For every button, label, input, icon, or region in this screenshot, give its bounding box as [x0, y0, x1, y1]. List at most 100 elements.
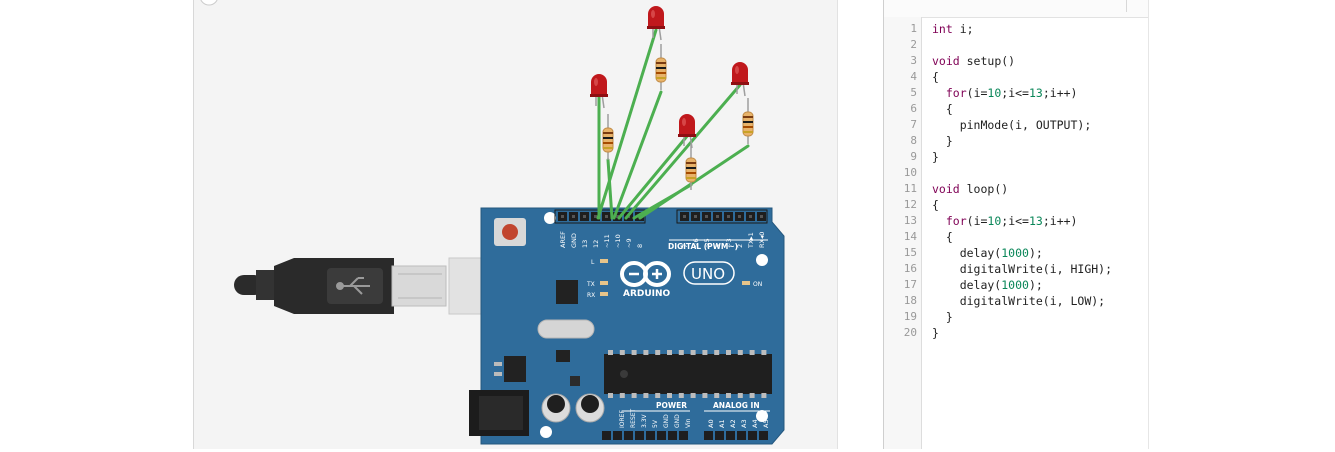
- code-line[interactable]: 8 }: [884, 133, 1148, 149]
- voltage-regulator: [504, 356, 526, 382]
- led-4[interactable]: [731, 62, 749, 97]
- analog-label: ANALOG IN: [713, 401, 760, 410]
- power-pin-label: IOREF: [619, 410, 626, 428]
- tx-led: [600, 281, 608, 285]
- l-label: L: [591, 259, 595, 266]
- code-line[interactable]: 12{: [884, 197, 1148, 213]
- digital-pin-label: ~5: [703, 238, 711, 248]
- code-line[interactable]: 18 digitalWrite(i, LOW);: [884, 293, 1148, 309]
- power-pin-label: 3.3V: [641, 413, 648, 428]
- line-number: 11: [903, 182, 917, 195]
- code-line[interactable]: 13 for(i=10;i<=13;i++): [884, 213, 1148, 229]
- tiny-chip: [570, 376, 580, 386]
- line-number-gutter: [884, 17, 922, 449]
- line-number: 10: [903, 166, 917, 179]
- header-pin: [602, 431, 611, 440]
- digital-pin-label: 8: [636, 244, 644, 248]
- digital-pin-label: 12: [592, 240, 600, 248]
- code-text: int i;: [932, 21, 974, 37]
- resistor-3[interactable]: [685, 144, 697, 190]
- code-token: 13: [1028, 86, 1043, 100]
- code-line[interactable]: 14 {: [884, 229, 1148, 245]
- code-token: }: [932, 134, 953, 148]
- code-text: }: [932, 133, 953, 149]
- code-text: digitalWrite(i, HIGH);: [932, 261, 1112, 277]
- line-number: 4: [910, 70, 917, 83]
- line-number: 18: [903, 294, 917, 307]
- code-text: }: [932, 309, 953, 325]
- mounting-hole: [544, 212, 556, 224]
- code-line[interactable]: 5 for(i=10;i<=13;i++): [884, 85, 1148, 101]
- code-token: ;i++): [1042, 86, 1078, 100]
- code-line[interactable]: 9}: [884, 149, 1148, 165]
- header-pin: [657, 431, 666, 440]
- code-token: delay(: [932, 246, 1002, 260]
- digital-pin-label: 2: [736, 244, 744, 248]
- code-line[interactable]: 20}: [884, 325, 1148, 341]
- code-token: }: [932, 150, 939, 164]
- code-text: {: [932, 101, 953, 117]
- code-line[interactable]: 19 }: [884, 309, 1148, 325]
- code-token: setup(): [959, 54, 1016, 68]
- code-line[interactable]: 10: [884, 165, 1148, 181]
- code-line[interactable]: 4{: [884, 69, 1148, 85]
- digital-pin-label: TX▸1: [747, 232, 755, 249]
- mounting-hole: [756, 254, 768, 266]
- line-number: 14: [903, 230, 917, 243]
- resistor-2[interactable]: [655, 44, 667, 90]
- resistor-4[interactable]: [742, 98, 754, 144]
- code-line[interactable]: 16 digitalWrite(i, HIGH);: [884, 261, 1148, 277]
- mounting-hole: [756, 410, 768, 422]
- header-pin: [715, 431, 724, 440]
- digital-header-label: DIGITAL (PWM~): [668, 242, 738, 251]
- header-pin: [646, 431, 655, 440]
- code-line[interactable]: 6 {: [884, 101, 1148, 117]
- code-line[interactable]: 17 delay(1000);: [884, 277, 1148, 293]
- code-token: for: [945, 214, 967, 228]
- line-number: 17: [903, 278, 917, 291]
- power-pin-label: GND: [674, 414, 681, 428]
- code-token: 13: [1028, 214, 1043, 228]
- leds[interactable]: [590, 6, 754, 190]
- reset-button-cap: [502, 224, 518, 240]
- line-number: 2: [910, 38, 917, 51]
- header-pin: [668, 431, 677, 440]
- code-token: [932, 214, 946, 228]
- rx-led: [600, 292, 608, 296]
- power-pin-label: 5V: [652, 419, 659, 428]
- wires[interactable]: [596, 28, 750, 220]
- analog-pin-label: A0: [707, 419, 715, 428]
- power-pin-label: GND: [663, 414, 670, 428]
- led-3[interactable]: [678, 114, 696, 149]
- header-pin: [624, 431, 633, 440]
- code-text: }: [932, 325, 939, 341]
- wire-led4-anode: [624, 83, 742, 220]
- code-line[interactable]: 2: [884, 37, 1148, 53]
- power-label: POWER: [656, 401, 687, 410]
- code-line[interactable]: 7 pinMode(i, OUTPUT);: [884, 117, 1148, 133]
- code-line[interactable]: 15 delay(1000);: [884, 245, 1148, 261]
- code-token: (i=: [966, 214, 988, 228]
- zoom-control[interactable]: [200, 0, 218, 6]
- led-1[interactable]: [590, 74, 608, 109]
- tx-label: TX: [586, 281, 595, 288]
- brand-label: ARDUINO: [623, 289, 671, 299]
- header-pin: [704, 431, 713, 440]
- crystal-oscillator: [537, 319, 595, 339]
- code-token: digitalWrite(i, HIGH);: [932, 262, 1113, 276]
- resistor-1[interactable]: [602, 114, 614, 160]
- code-text: digitalWrite(i, LOW);: [932, 293, 1105, 309]
- editor-toolbar: [884, 0, 1148, 18]
- power-pin-label: RESET: [630, 408, 637, 428]
- line-number: 19: [903, 310, 917, 323]
- led-2[interactable]: [647, 6, 665, 41]
- header-pin: [613, 431, 622, 440]
